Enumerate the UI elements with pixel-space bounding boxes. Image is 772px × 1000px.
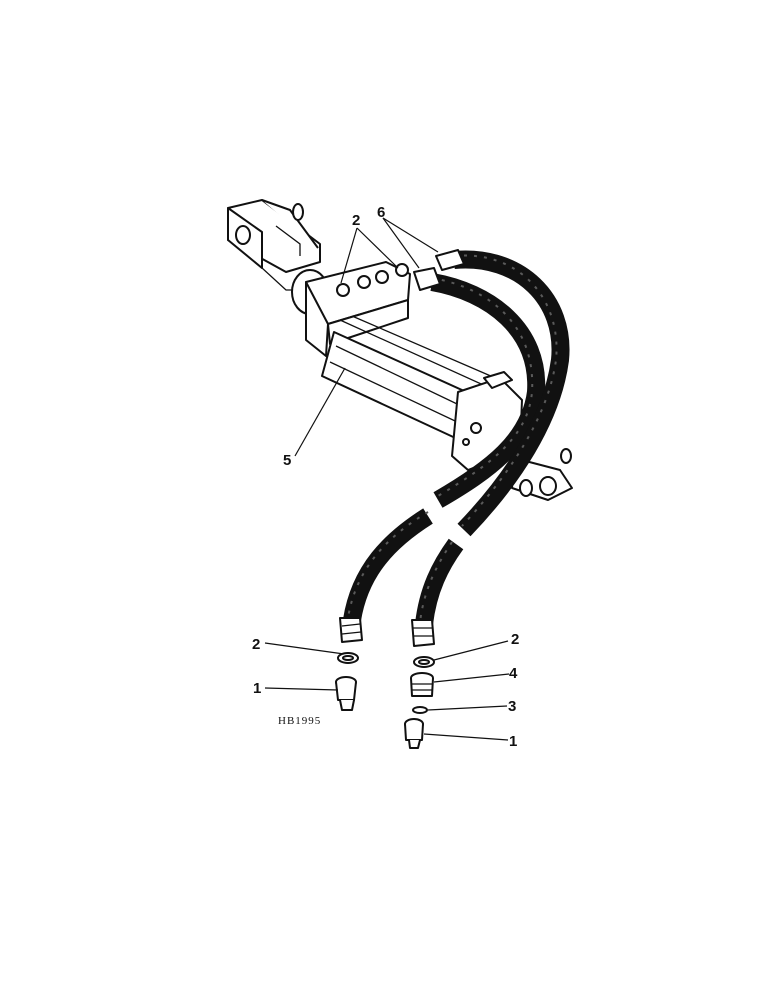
- right-small-washer: [412, 706, 428, 714]
- callout-4: 4: [509, 665, 518, 682]
- leader-lines: [264, 217, 510, 741]
- callout-1-right: 1: [509, 733, 517, 750]
- hose-end-fittings-top: [413, 249, 465, 291]
- callout-2-top: 2: [352, 212, 360, 229]
- hose-a: [343, 273, 546, 622]
- left-fitting-stack: [335, 617, 363, 711]
- hose-b: [415, 250, 570, 626]
- cylinder-head-block: [305, 261, 411, 357]
- callout-3: 3: [508, 698, 516, 715]
- hydraulic-cylinder: [227, 199, 573, 501]
- right-adapter: [410, 672, 434, 697]
- left-coupler: [335, 676, 357, 711]
- callout-6: 6: [377, 204, 385, 221]
- right-fitting-stack: [404, 619, 435, 749]
- callout-1-left: 1: [253, 680, 261, 697]
- callout-5: 5: [283, 452, 291, 469]
- drawing-code: HB1995: [278, 715, 321, 727]
- callout-2-right: 2: [511, 631, 519, 648]
- callout-2-left: 2: [252, 636, 260, 653]
- right-coupler: [404, 718, 424, 749]
- cylinder-rear-clevis: [511, 448, 573, 501]
